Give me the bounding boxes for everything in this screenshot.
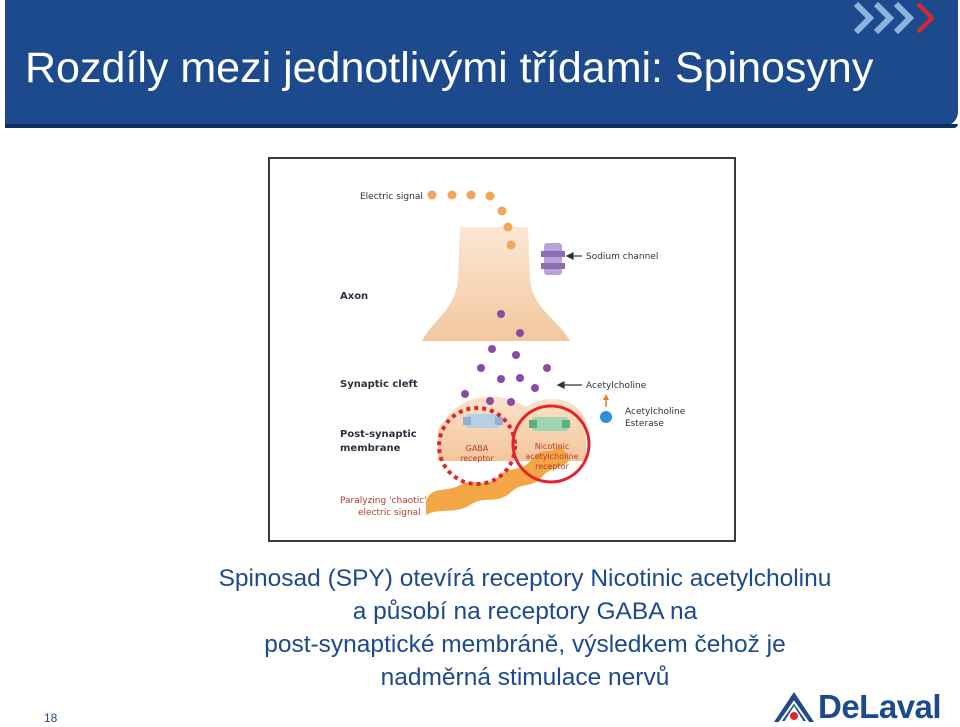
caption-line: post-synaptické membráně, výsledkem čeho… — [264, 631, 786, 658]
chaotic-signal-shape — [426, 445, 570, 515]
label-paralyzing-line1: Paralyzing 'chaotic' — [340, 496, 427, 506]
label-nicotinic-line2: acetylcholine — [525, 452, 578, 461]
electric-signal-dots — [427, 190, 516, 250]
slide-caption: Spinosad (SPY) otevírá receptory Nicotin… — [140, 562, 910, 694]
axon-shape — [422, 227, 570, 341]
label-axon: Axon — [340, 291, 368, 302]
label-nicotinic-line1: Nicotinic — [535, 442, 570, 451]
esterase-arrow — [603, 394, 609, 407]
page-number: 18 — [44, 711, 58, 725]
delaval-logo-icon — [774, 692, 814, 723]
synapse-illustration: Electric signal Sodium channel Axon Syna… — [340, 190, 686, 518]
gaba-receptor-icon — [463, 414, 503, 428]
title-banner — [5, 0, 958, 126]
caption-line: a působí na receptory GABA na — [352, 598, 698, 625]
label-post-synaptic-line1: Post-synaptic — [340, 429, 417, 440]
sodium-channel-icon — [541, 243, 565, 275]
label-nicotinic-line3: receptor — [535, 462, 569, 471]
label-esterase-line1: Acetylcholine — [625, 407, 686, 417]
label-esterase-line2: Esterase — [625, 419, 664, 429]
label-paralyzing-line2: electric signal — [358, 508, 421, 518]
acetylcholine-dots — [461, 310, 551, 406]
label-gaba-line1: GABA — [466, 444, 489, 453]
synapse-diagram: Electric signal Sodium channel Axon Syna… — [268, 157, 736, 542]
label-synaptic-cleft: Synaptic cleft — [340, 379, 418, 390]
caption-line: nadměrná stimulace nervů — [380, 664, 670, 691]
chevrons-icon — [853, 1, 935, 35]
label-post-synaptic-line2: membrane — [340, 443, 401, 454]
label-gaba-line2: receptor — [460, 454, 494, 463]
label-sodium-channel: Sodium channel — [586, 252, 658, 262]
nicotinic-highlight-circle — [511, 404, 591, 484]
label-arrows — [556, 252, 582, 389]
caption-line: Spinosad (SPY) otevírá receptory Nicotin… — [218, 565, 832, 592]
nicotinic-receptor-icon — [529, 417, 570, 431]
label-electric-signal: Electric signal — [360, 192, 423, 202]
slide-title: Rozdíly mezi jednotlivými třídami: Spino… — [25, 44, 874, 92]
acetylcholine-esterase-dot — [600, 411, 612, 423]
gaba-highlight-circle — [437, 406, 517, 486]
label-acetylcholine: Acetylcholine — [586, 381, 647, 391]
post-synaptic-membrane-shape — [438, 396, 586, 461]
title-banner-shadow — [5, 124, 958, 128]
delaval-logo-text: DeLaval — [818, 688, 942, 725]
